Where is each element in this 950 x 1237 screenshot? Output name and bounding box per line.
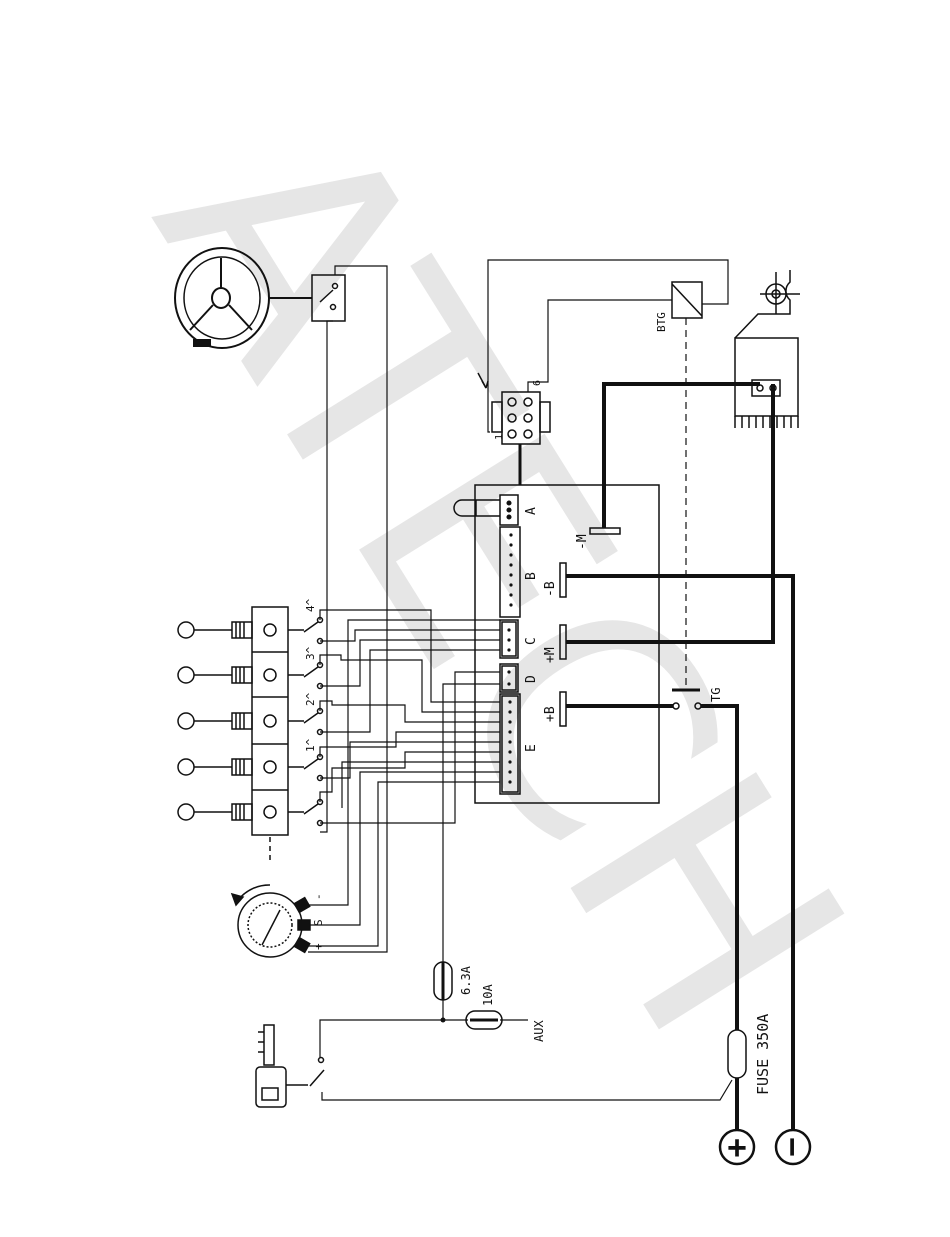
lever-1 [178,622,252,638]
lever-5 [178,804,252,820]
label-tg: TG [709,688,723,702]
label-fuse-10a: 10A [481,984,495,1006]
battery-negative: − [774,1130,812,1164]
lever-4 [178,759,252,775]
label-aux: AUX [532,1020,546,1042]
battery-negative-symbol: − [774,1137,812,1156]
key-switch [256,1025,324,1107]
potentiometer [232,835,310,957]
fuse-10a [466,1011,502,1029]
btg-sensor [672,282,702,318]
label-fuse-6-3a: 6.3A [459,965,473,995]
potentiometer-labels: - S + [312,893,325,950]
lever-3 [178,713,252,729]
label-terminal-plus-m: +M [543,647,558,663]
motor [735,270,800,428]
fuse-6-3a [434,962,452,1000]
label-connector-e: E [524,744,539,752]
pot-label-minus: - [312,893,325,900]
plug-pin-1-label: 1 [494,434,505,440]
label-connector-c: C [524,637,539,645]
label-fuse-350a: FUSE 350A [754,1014,772,1095]
switch-label-3: 3^ [304,646,317,660]
switch-label-1: 1^ [304,738,317,752]
lever-switch-bank [178,607,323,835]
label-terminal-plus-b: +B [543,706,558,722]
battery-positive-symbol: + [727,1128,746,1166]
lever-2 [178,667,252,683]
plug-pin-6-label: 6 [532,380,543,386]
label-terminal-minus-m: -M [575,534,590,550]
label-terminal-minus-b: -B [543,581,558,597]
label-connector-b: B [524,572,539,580]
label-connector-d: D [524,675,539,683]
label-connector-a: A [524,507,539,515]
fuse-350a [728,1030,746,1078]
btg-label: BTG [655,312,668,332]
junction-dot [441,1018,446,1023]
switch-label-4: 4^ [304,598,317,612]
battery-positive: + [720,1128,754,1166]
switch-label-2: 2^ [304,692,317,706]
